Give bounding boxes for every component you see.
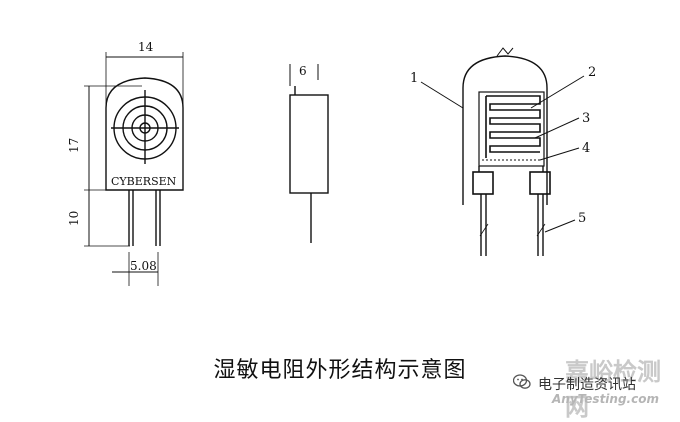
watermark-sub-text: AnyTesting.com — [552, 392, 659, 406]
housing-top-nub — [496, 47, 514, 57]
terminal-right — [529, 171, 551, 195]
watermark-channel-name: 电子制造资讯站 — [538, 377, 636, 393]
dim-width-label: 14 — [138, 40, 154, 54]
dim-thickness-label: 6 — [299, 64, 307, 78]
sensor-body-outline — [105, 77, 184, 191]
callout-4: 4 — [582, 141, 590, 156]
callout-leader-5 — [544, 219, 576, 233]
callout-5: 5 — [578, 211, 586, 226]
callout-leader-3 — [534, 117, 580, 139]
side-view — [289, 64, 329, 243]
diagram-canvas: 14 17 10 5.08 CYBERSEN 6 — [67, 40, 596, 286]
callout-leader-1 — [420, 81, 464, 109]
dim-lead-spacing-label: 5.08 — [130, 259, 157, 273]
front-view — [84, 52, 184, 286]
brand-label: CYBERSEN — [111, 175, 177, 188]
wechat-icon — [513, 374, 531, 389]
callout-1: 1 — [410, 71, 418, 86]
callout-3: 3 — [582, 111, 590, 126]
callout-leader-2 — [530, 75, 585, 109]
callout-leader-4 — [539, 147, 580, 161]
callout-2: 2 — [588, 65, 596, 80]
side-body — [289, 94, 329, 194]
substrate — [478, 91, 545, 167]
terminal-left — [472, 171, 494, 195]
comb-electrode — [486, 95, 541, 153]
watermark-site-name: 嘉峪检测网 — [565, 358, 661, 421]
dim-body-height-label: 17 — [67, 138, 81, 153]
dim-lead-height-label: 10 — [67, 211, 81, 226]
structure-view — [420, 47, 585, 256]
housing-outline — [462, 55, 548, 205]
figure-caption: 湿敏电阻外形结构示意图 — [213, 358, 467, 383]
